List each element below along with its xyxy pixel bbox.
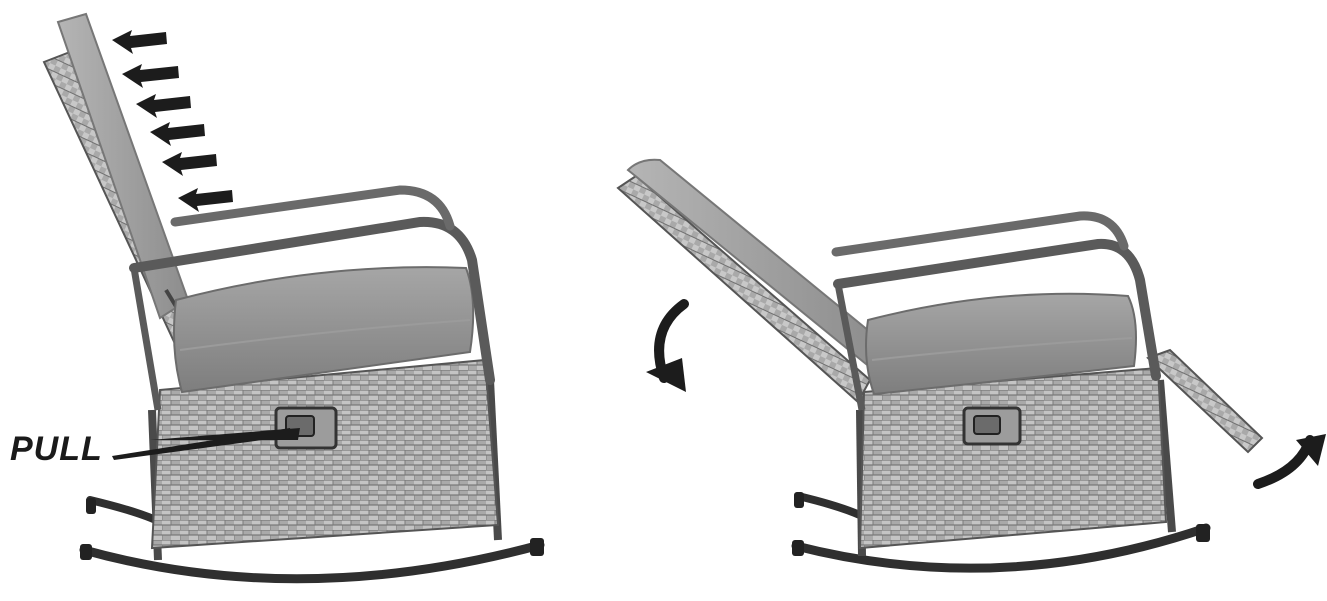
rocker-foot-left	[80, 544, 92, 560]
arrow-icon	[112, 30, 167, 54]
wicker-base	[860, 368, 1166, 548]
rocker-rail-back	[90, 500, 160, 522]
curved-arrow-down-icon	[646, 304, 686, 392]
rocker-foot-left	[792, 540, 804, 556]
arrow-icon	[150, 122, 205, 146]
arrow-icon	[178, 188, 233, 212]
curved-arrow-up-icon	[1258, 434, 1326, 484]
arrow-icon	[136, 94, 191, 118]
pull-label: PULL	[10, 430, 103, 469]
rocker-foot-back	[794, 492, 804, 508]
upright-chair	[44, 14, 544, 579]
rocker-foot-back	[86, 498, 96, 514]
rocker-rail-front	[84, 545, 540, 579]
arrow-icon	[162, 152, 217, 176]
arrow-icon	[122, 64, 179, 88]
rocker-rail-back	[798, 496, 862, 516]
rocker-foot-right	[1196, 524, 1210, 542]
backrest-wicker	[618, 176, 870, 402]
reclined-chair	[618, 160, 1326, 568]
rocker-foot-right	[530, 538, 544, 556]
